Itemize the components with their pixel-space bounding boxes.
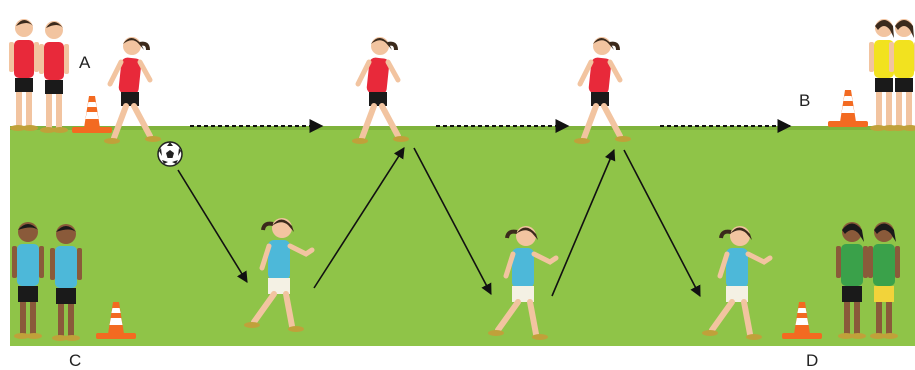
pass-arrow-3 <box>413 147 492 295</box>
soccer-ball-icon <box>157 141 183 167</box>
pass-arrow-2 <box>313 147 405 289</box>
label-d: D <box>806 351 818 370</box>
player-green-standing-2 <box>868 222 900 339</box>
pass-arrow-5 <box>623 149 701 297</box>
label-b: B <box>799 91 810 110</box>
pass-arrow-4 <box>551 148 616 297</box>
label-a: A <box>79 53 91 72</box>
field-edge <box>10 126 915 130</box>
pass-arrow-1 <box>177 169 248 283</box>
label-c: C <box>69 351 81 370</box>
grass-field <box>10 126 915 346</box>
